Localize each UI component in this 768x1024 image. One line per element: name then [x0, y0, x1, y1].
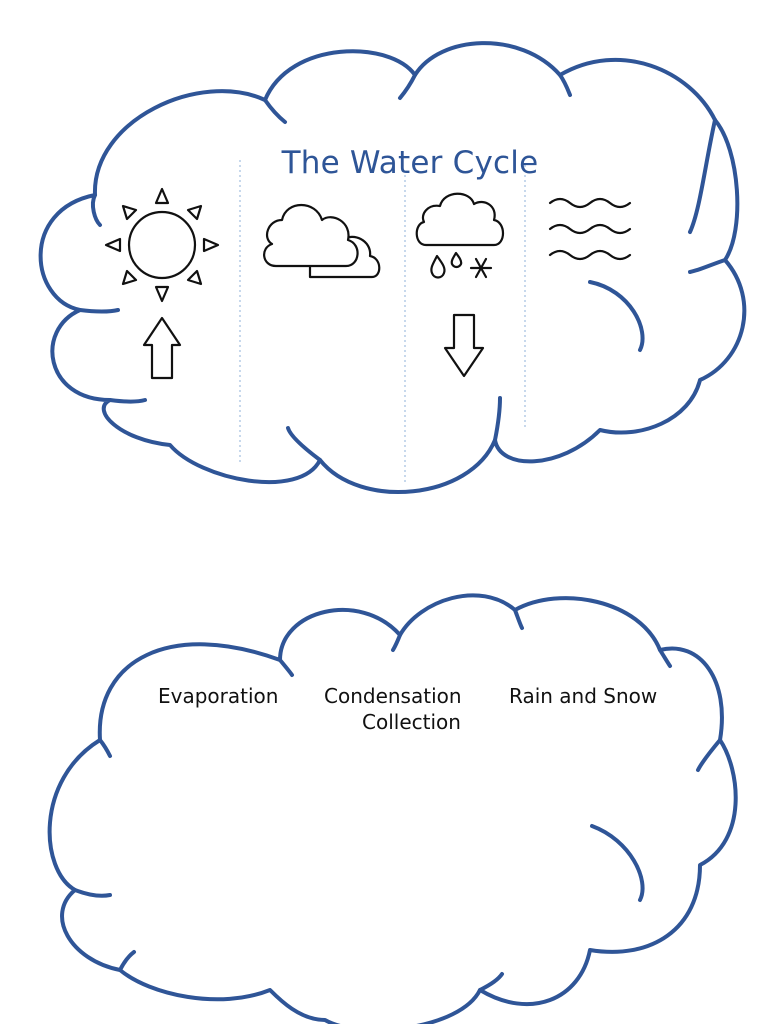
top-cloud-arc — [493, 396, 502, 442]
bottom-cloud-arc — [696, 738, 722, 772]
label-evaporation: Evaporation — [158, 684, 279, 708]
clouds-icon — [263, 204, 381, 279]
label-rain-and-snow: Rain and Snow — [509, 684, 658, 708]
bottom-cloud-arc — [118, 950, 136, 972]
bottom-cloud-arc — [278, 658, 294, 677]
up-arrow-icon — [142, 316, 182, 380]
bottom-cloud-arc — [478, 972, 504, 992]
bottom-cloud-arc — [658, 648, 672, 668]
waves-icon — [548, 197, 632, 261]
top-cloud-arc — [263, 98, 287, 124]
top-cloud-arc — [688, 258, 727, 274]
top-cloud-arc — [90, 193, 102, 227]
bottom-cloud-arc — [73, 888, 112, 898]
page-title: The Water Cycle — [281, 145, 539, 181]
bottom-cloud-arc — [513, 608, 524, 630]
top-cloud-arc — [78, 308, 120, 314]
bottom-cloud-outline — [47, 593, 738, 1024]
label-condensation: Condensation — [324, 684, 462, 708]
bottom-cloud-arc — [391, 633, 402, 652]
down-arrow-icon — [443, 313, 485, 378]
top-cloud-arc — [688, 118, 717, 234]
bottom-cloud — [47, 593, 738, 1024]
top-cloud-arc — [286, 426, 322, 462]
label-collection: Collection — [362, 710, 461, 734]
rain-snow-icon — [415, 192, 505, 279]
top-cloud — [38, 41, 747, 495]
top-cloud-arc — [398, 73, 417, 100]
bottom-cloud-arc — [590, 824, 645, 902]
top-cloud-arc — [108, 398, 147, 404]
top-cloud-outline — [38, 41, 747, 495]
sun-icon — [104, 187, 220, 303]
top-cloud-arc — [558, 73, 572, 97]
bottom-cloud-arc — [98, 738, 112, 758]
top-cloud-arc — [588, 280, 645, 352]
